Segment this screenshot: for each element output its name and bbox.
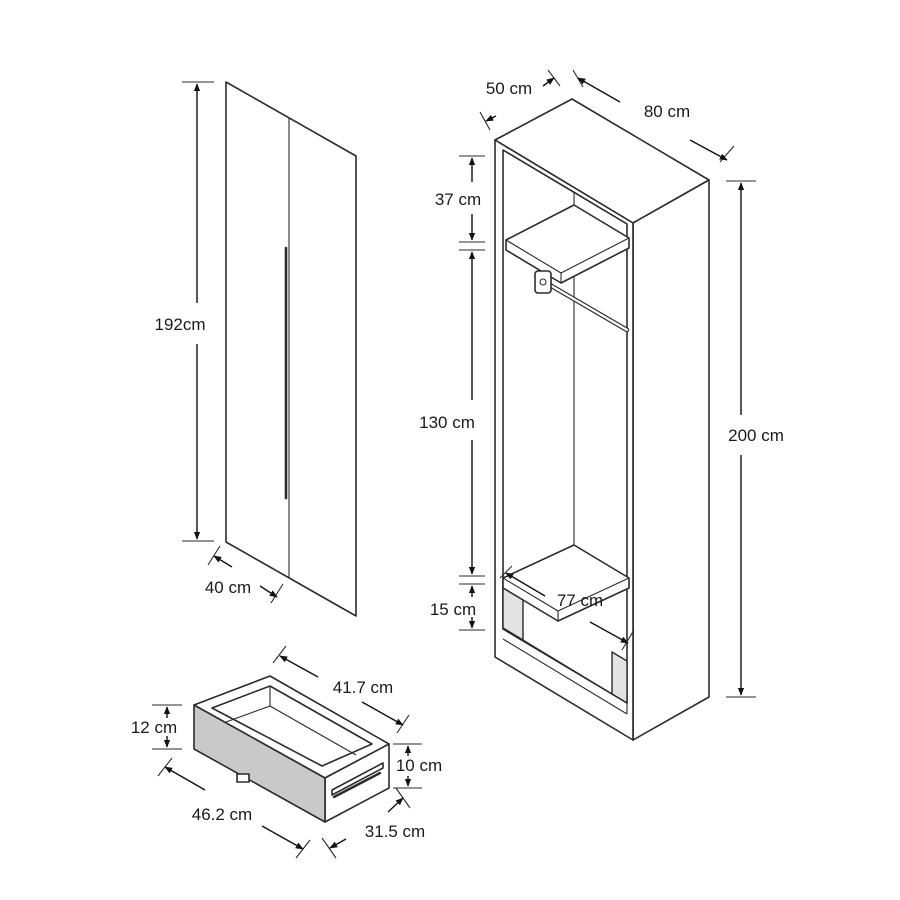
door-drawing bbox=[225, 81, 357, 617]
hanging-section-dimension: 130 cm bbox=[419, 249, 485, 577]
rail-bracket bbox=[534, 270, 552, 294]
drawer-stop bbox=[236, 773, 250, 783]
inner-width-label: 77 cm bbox=[557, 591, 603, 610]
wardrobe-depth-dimension: 50 cm bbox=[479, 69, 561, 131]
top-section-dimension: 37 cm bbox=[435, 155, 485, 243]
drawer-depth-label: 31.5 cm bbox=[365, 822, 425, 841]
total-height-dimension: 200 cm bbox=[726, 180, 784, 698]
drawer-opening-dimension: 15 cm bbox=[430, 583, 485, 631]
drawer-front-width-label: 46.2 cm bbox=[192, 805, 252, 824]
drawer-runner bbox=[331, 762, 384, 796]
wardrobe-depth-label: 50 cm bbox=[486, 79, 532, 98]
door-panel bbox=[225, 81, 357, 617]
top-section-label: 37 cm bbox=[435, 190, 481, 209]
drawer-front-height-label: 10 cm bbox=[396, 756, 442, 775]
door-height-dimension: 192cm bbox=[154, 81, 214, 542]
drawer-front bbox=[193, 704, 326, 823]
drawer-opening-label: 15 cm bbox=[430, 600, 476, 619]
door-width-dimension: 40 cm bbox=[205, 545, 284, 604]
wardrobe-drawing bbox=[494, 98, 710, 741]
drawer-inner-length-label: 41.7 cm bbox=[333, 678, 393, 697]
door-width-label: 40 cm bbox=[205, 578, 251, 597]
total-height-label: 200 cm bbox=[728, 426, 784, 445]
top-shelf bbox=[505, 204, 630, 284]
drawer-side-height-label: 12 cm bbox=[131, 718, 177, 737]
door-height-label: 192cm bbox=[154, 315, 205, 334]
wardrobe-width-dimension: 80 cm bbox=[572, 69, 735, 163]
drawer-depth-dimension: 31.5 cm bbox=[321, 787, 425, 859]
drawer-drawing bbox=[193, 675, 390, 823]
back-top-line bbox=[502, 149, 628, 225]
drawer-floor bbox=[211, 685, 373, 767]
wardrobe-right-side bbox=[632, 179, 710, 741]
drawer-side-height-dimension: 12 cm bbox=[131, 704, 182, 750]
hanging-section-label: 130 cm bbox=[419, 413, 475, 432]
drawer-front-width-dimension: 46.2 cm bbox=[157, 757, 311, 859]
drawer-inner-length-dimension: 41.7 cm bbox=[272, 645, 410, 734]
wardrobe-width-label: 80 cm bbox=[644, 102, 690, 121]
inner-width-dimension: 77 cm bbox=[499, 565, 635, 651]
drawer-front-height-dimension: 10 cm bbox=[393, 743, 442, 789]
